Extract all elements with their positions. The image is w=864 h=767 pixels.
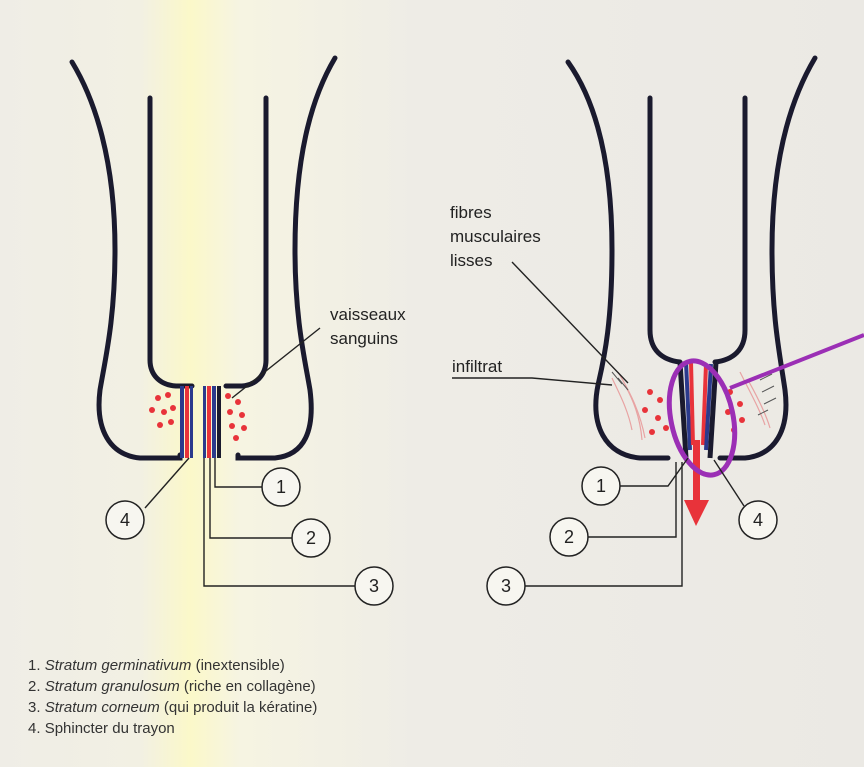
svg-text:1: 1 <box>596 476 606 496</box>
left-callout-4: 4 <box>106 501 144 539</box>
svg-text:2: 2 <box>306 528 316 548</box>
right-callout-4: 4 <box>739 501 777 539</box>
legend-item-2: 2. Stratum granulosum (riche en collagèn… <box>28 676 317 697</box>
left-teat-inner-wall <box>150 98 266 386</box>
right-canal-red-left <box>691 362 693 445</box>
legend-item-1: 1. Stratum germinativum (inextensible) <box>28 655 317 676</box>
right-callout-3: 3 <box>487 567 525 605</box>
label-musculaires: musculaires <box>450 227 541 246</box>
label-fibres: fibres <box>450 203 492 222</box>
svg-text:2: 2 <box>564 527 574 547</box>
highlight-pointer <box>730 335 864 388</box>
left-teat: 1 2 3 4 vaisseaux sanguins <box>72 58 406 605</box>
svg-text:4: 4 <box>120 510 130 530</box>
right-callout-4-leader <box>714 460 744 506</box>
left-canal-blue-inner-left <box>190 386 193 458</box>
svg-text:3: 3 <box>501 576 511 596</box>
label-infiltrat: infiltrat <box>452 357 502 376</box>
legend: 1. Stratum germinativum (inextensible) 2… <box>28 655 317 739</box>
label-lisses: lisses <box>450 251 493 270</box>
right-callout-2: 2 <box>550 518 588 556</box>
legend-item-3: 3. Stratum corneum (qui produit la kérat… <box>28 697 317 718</box>
label-vaisseaux: vaisseaux <box>330 305 406 324</box>
left-canal-wall-right <box>217 386 221 458</box>
label-sanguins: sanguins <box>330 329 398 348</box>
svg-text:3: 3 <box>369 576 379 596</box>
left-canal-blue-inner-right <box>203 386 206 458</box>
left-callout-4-leader <box>145 458 189 508</box>
left-canal-red-left <box>185 386 189 458</box>
left-vessel-dots <box>149 392 247 441</box>
left-callout-2: 2 <box>292 519 330 557</box>
svg-text:1: 1 <box>276 477 286 497</box>
infiltrat-leader <box>452 378 612 385</box>
right-callout-1: 1 <box>582 467 620 505</box>
svg-text:4: 4 <box>753 510 763 530</box>
left-canal-outer-blue-left <box>180 386 184 458</box>
left-callout-1-leader <box>215 458 262 487</box>
legend-item-4: 4. Sphincter du trayon <box>28 718 317 739</box>
right-callout-1-leader <box>620 458 688 486</box>
left-callout-3: 3 <box>355 567 393 605</box>
left-callout-1: 1 <box>262 468 300 506</box>
left-canal-red-right <box>207 386 211 458</box>
right-teat-inner-wall <box>650 98 745 362</box>
right-teat: 1 2 3 4 fibres musculaires lisses infilt… <box>450 58 864 605</box>
left-canal-outer-blue-right <box>212 386 216 458</box>
